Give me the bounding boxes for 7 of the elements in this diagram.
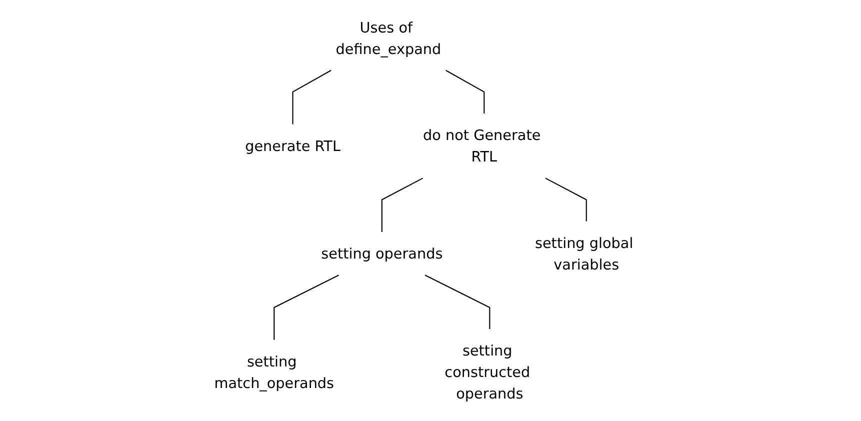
node-label: setting constructed operands [444, 342, 530, 402]
node-label: Uses of define_expand [336, 18, 442, 58]
node-label: do not Generate RTL [423, 126, 541, 166]
node-label: setting match_operands [214, 352, 334, 392]
node-label: setting operands [321, 244, 443, 262]
node-label: generate RTL [245, 137, 341, 154]
node-label: setting global variables [535, 234, 634, 273]
